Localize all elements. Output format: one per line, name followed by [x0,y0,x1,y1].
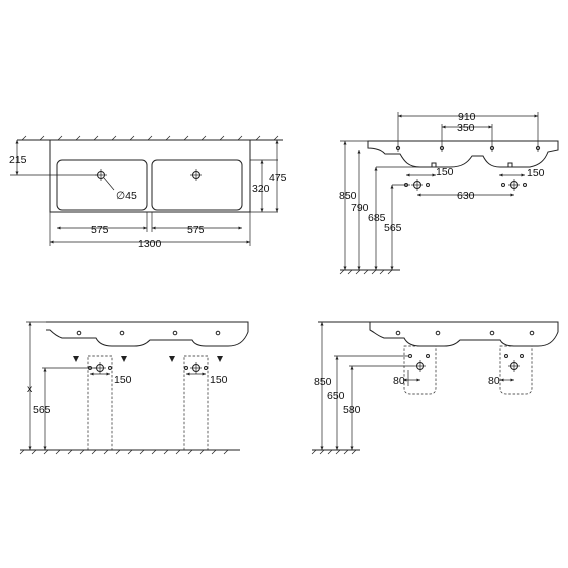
bowl-right [151,159,243,211]
dim-320: 320 [252,183,270,195]
dim-630: 630 [457,190,475,202]
semi-pedestal-left [403,345,437,395]
dim-215: 215 [9,154,27,166]
basin-profile [367,140,559,168]
bowl-left [56,159,148,211]
dim-80-right: 80 [488,375,500,387]
front-view-pedestal: 150 150 x 565 [19,321,249,455]
dim-575-left: 575 [91,224,109,236]
dim-850-semi: 850 [314,376,332,388]
dim-650: 650 [327,390,345,402]
dim-565-ped: 565 [33,404,51,416]
dim-910: 910 [458,111,476,123]
dim-580: 580 [343,404,361,416]
dim-790: 790 [351,202,369,214]
basin-front-outline [46,321,249,347]
dim-150-right: 150 [527,167,545,179]
plan-view: ∅45 215 320 475 575 575 1300 [9,135,287,250]
dim-475: 475 [269,172,287,184]
side-view: 910 350 150 150 630 850 790 [339,111,559,275]
dim-1300: 1300 [138,238,162,250]
dim-x: x [27,383,33,395]
basin-outline [49,139,251,213]
semi-pedestal-right [499,345,533,395]
dim-850-side: 850 [339,190,357,202]
dim-150-ped-right: 150 [210,374,228,386]
dim-150-left: 150 [436,166,454,178]
dim-diameter-45: ∅45 [116,190,137,202]
dim-150-ped-left: 150 [114,374,132,386]
dim-685: 685 [368,212,386,224]
front-view-semi-pedestal: 80 80 850 650 580 [311,321,559,455]
dim-80-left: 80 [393,375,405,387]
dim-350: 350 [457,122,475,134]
dim-565-side: 565 [384,222,402,234]
dim-575-right: 575 [187,224,205,236]
basin-front-outline-2 [318,321,559,347]
